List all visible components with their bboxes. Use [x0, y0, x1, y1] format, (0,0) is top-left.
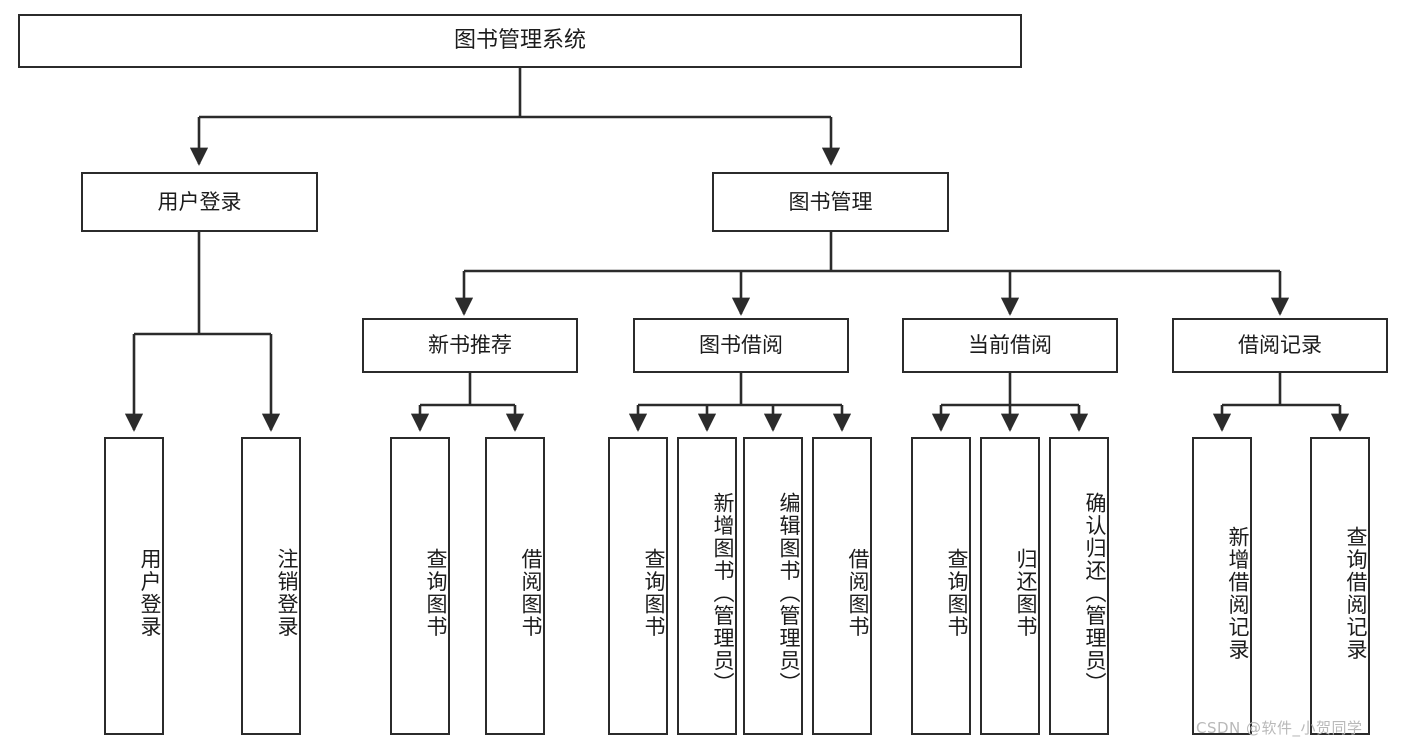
node-label: 新增图书（管理员） — [711, 491, 735, 695]
leaf-edit-book-admin[interactable]: 编辑图书（管理员） — [743, 437, 803, 735]
node-new-book-recommendation[interactable]: 新书推荐 — [362, 318, 578, 373]
node-label: 图书借阅 — [699, 333, 783, 358]
node-label: 查询图书 — [424, 548, 448, 638]
node-label: 当前借阅 — [968, 333, 1052, 358]
node-label: 用户登录 — [157, 189, 242, 214]
leaf-user-login[interactable]: 用户登录 — [104, 437, 164, 735]
node-label: 借阅记录 — [1238, 333, 1322, 358]
leaf-logout[interactable]: 注销登录 — [241, 437, 301, 735]
watermark-credit: CSDN @软件_小贺同学 — [1196, 719, 1363, 737]
node-label: 新增借阅记录 — [1226, 525, 1250, 661]
node-label: 注销登录 — [275, 548, 299, 638]
node-book-management[interactable]: 图书管理 — [712, 172, 949, 232]
leaf-add-book-admin[interactable]: 新增图书（管理员） — [677, 437, 737, 735]
node-current-borrow[interactable]: 当前借阅 — [902, 318, 1118, 373]
leaf-return-book[interactable]: 归还图书 — [980, 437, 1040, 735]
node-label: 编辑图书（管理员） — [777, 491, 801, 695]
node-label: 查询借阅记录 — [1344, 525, 1368, 661]
node-label: 归还图书 — [1014, 548, 1038, 638]
node-label: 借阅图书 — [519, 548, 543, 638]
leaf-query-borrow-record[interactable]: 查询借阅记录 — [1310, 437, 1370, 735]
node-label: 查询图书 — [945, 548, 969, 638]
node-user-login[interactable]: 用户登录 — [81, 172, 318, 232]
leaf-borrow-book[interactable]: 借阅图书 — [812, 437, 872, 735]
node-label: 借阅图书 — [846, 548, 870, 638]
leaf-query-book-current[interactable]: 查询图书 — [911, 437, 971, 735]
node-book-borrow[interactable]: 图书借阅 — [633, 318, 849, 373]
leaf-borrow-book-recommendation[interactable]: 借阅图书 — [485, 437, 545, 735]
leaf-confirm-return-admin[interactable]: 确认归还（管理员） — [1049, 437, 1109, 735]
node-borrow-record[interactable]: 借阅记录 — [1172, 318, 1388, 373]
leaf-add-borrow-record[interactable]: 新增借阅记录 — [1192, 437, 1252, 735]
node-label: 确认归还（管理员） — [1083, 491, 1107, 695]
node-label: 图书管理系统 — [453, 28, 586, 54]
node-label: 用户登录 — [138, 548, 162, 638]
node-label: 查询图书 — [642, 548, 666, 638]
node-root-book-management-system[interactable]: 图书管理系统 — [18, 14, 1022, 68]
node-label: 图书管理 — [788, 189, 873, 214]
leaf-query-book-recommendation[interactable]: 查询图书 — [390, 437, 450, 735]
node-label: 新书推荐 — [428, 333, 512, 358]
leaf-query-book-borrow[interactable]: 查询图书 — [608, 437, 668, 735]
